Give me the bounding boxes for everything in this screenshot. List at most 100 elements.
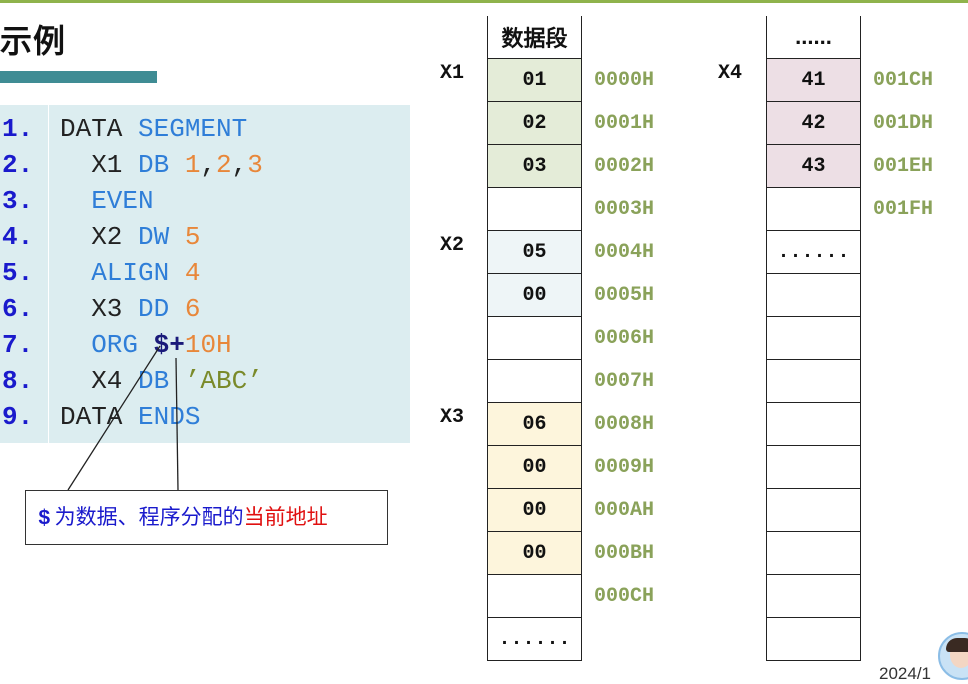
- code-token: DW: [138, 222, 185, 252]
- memory-cell: [488, 188, 581, 231]
- memory-cell: [767, 188, 860, 231]
- code-token: X2: [60, 222, 139, 252]
- code-text: EVEN: [60, 183, 154, 219]
- code-token: DB: [138, 366, 185, 396]
- dollar-callout-box: $为数据、程序分配的当前地址: [25, 490, 388, 545]
- code-token: 2: [216, 150, 232, 180]
- code-token: 3: [247, 150, 263, 180]
- memory-cell: 42: [767, 102, 860, 145]
- memory-address: 001EH: [873, 154, 934, 178]
- code-token: SEGMENT: [138, 114, 248, 144]
- code-token: X4: [60, 366, 139, 396]
- code-token: $+: [153, 330, 185, 360]
- memory-address: 0005H: [594, 283, 655, 307]
- memory-cell: [767, 403, 860, 446]
- memory-cell: 00: [488, 489, 581, 532]
- memory-cell: [767, 575, 860, 618]
- code-token: ALIGN: [60, 258, 185, 288]
- memory-cell: 05: [488, 231, 581, 274]
- code-text: ORG $+10H: [60, 327, 232, 363]
- memory-cell: 41: [767, 59, 860, 102]
- line-number: 2.: [2, 150, 34, 180]
- memory-cell: [767, 446, 860, 489]
- memory-address: 0004H: [594, 240, 655, 264]
- avatar-hair: [946, 638, 968, 652]
- memory-cell: [767, 317, 860, 360]
- code-token: DD: [138, 294, 185, 324]
- presenter-avatar: [938, 632, 968, 680]
- callout-dollar-symbol: $: [38, 508, 51, 531]
- code-token: ENDS: [138, 402, 201, 432]
- memory-address: 000CH: [594, 584, 655, 608]
- code-token: 5: [184, 222, 201, 252]
- memory-address: 0001H: [594, 111, 655, 135]
- memory-cell: [767, 489, 860, 532]
- code-token: 10H: [184, 330, 232, 360]
- code-text: DATA ENDS: [60, 399, 200, 435]
- variable-label: X4: [718, 61, 743, 85]
- line-number: 9.: [2, 402, 34, 432]
- line-number: 8.: [2, 366, 34, 396]
- memory-cell: [767, 532, 860, 575]
- line-number: 1.: [2, 114, 34, 144]
- memory-address: 0009H: [594, 455, 655, 479]
- line-number: 6.: [2, 294, 34, 324]
- code-gutter-divider: [48, 105, 49, 443]
- line-number: 5.: [2, 258, 34, 288]
- memory-address: 000BH: [594, 541, 655, 565]
- callout-red-text: 当前地址: [243, 506, 328, 529]
- page-title: 示例: [0, 23, 67, 59]
- memory-cell: 02: [488, 102, 581, 145]
- memory-cell: [488, 360, 581, 403]
- code-token: 4: [184, 258, 201, 288]
- memory-cell: 00: [488, 532, 581, 575]
- memory-address: 0002H: [594, 154, 655, 178]
- code-token: 1: [184, 150, 201, 180]
- variable-label: X2: [440, 233, 465, 257]
- code-text: X4 DB ’ABC’: [60, 363, 263, 399]
- memory-cell: [767, 274, 860, 317]
- callout-blue-text: 为数据、程序分配的: [54, 506, 244, 529]
- line-number: 4.: [2, 222, 34, 252]
- line-number: 7.: [2, 330, 34, 360]
- memory-cell: 00: [488, 274, 581, 317]
- memory-cell: ......: [488, 618, 581, 661]
- code-token: ,: [231, 150, 248, 180]
- memory-cell: ......: [767, 231, 860, 274]
- memory-address: 001FH: [873, 197, 934, 221]
- memory-address: 0003H: [594, 197, 655, 221]
- code-token: ,: [200, 150, 217, 180]
- memory-cell: [488, 575, 581, 618]
- code-text: X2 DW 5: [60, 219, 200, 255]
- footer-date: 2024/1: [879, 664, 931, 683]
- top-accent-line: [0, 0, 968, 3]
- title-underline-bar: [0, 71, 157, 83]
- code-text: ALIGN 4: [60, 255, 200, 291]
- code-token: EVEN: [60, 186, 154, 216]
- memory-cell: [767, 618, 860, 661]
- memory-address: 001CH: [873, 68, 934, 92]
- memory-address: 0007H: [594, 369, 655, 393]
- code-token: 6: [184, 294, 201, 324]
- code-token: ORG: [60, 330, 154, 360]
- code-token: DB: [138, 150, 185, 180]
- variable-label: X1: [440, 61, 465, 85]
- code-token: X3: [60, 294, 139, 324]
- memory-address: 000AH: [594, 498, 655, 522]
- variable-label: X3: [440, 405, 465, 429]
- memory-header: 数据段: [488, 16, 581, 59]
- line-number: 3.: [2, 186, 34, 216]
- code-text: DATA SEGMENT: [60, 111, 247, 147]
- code-text: X3 DD 6: [60, 291, 200, 327]
- memory-address: 0000H: [594, 68, 655, 92]
- memory-cell: [767, 360, 860, 403]
- memory-header: ......: [767, 16, 860, 59]
- memory-address: 0008H: [594, 412, 655, 436]
- code-token: DATA: [60, 114, 139, 144]
- code-token: X1: [60, 150, 139, 180]
- memory-cell: 03: [488, 145, 581, 188]
- code-text: X1 DB 1,2,3: [60, 147, 263, 183]
- memory-address: 0006H: [594, 326, 655, 350]
- code-token: DATA: [60, 402, 139, 432]
